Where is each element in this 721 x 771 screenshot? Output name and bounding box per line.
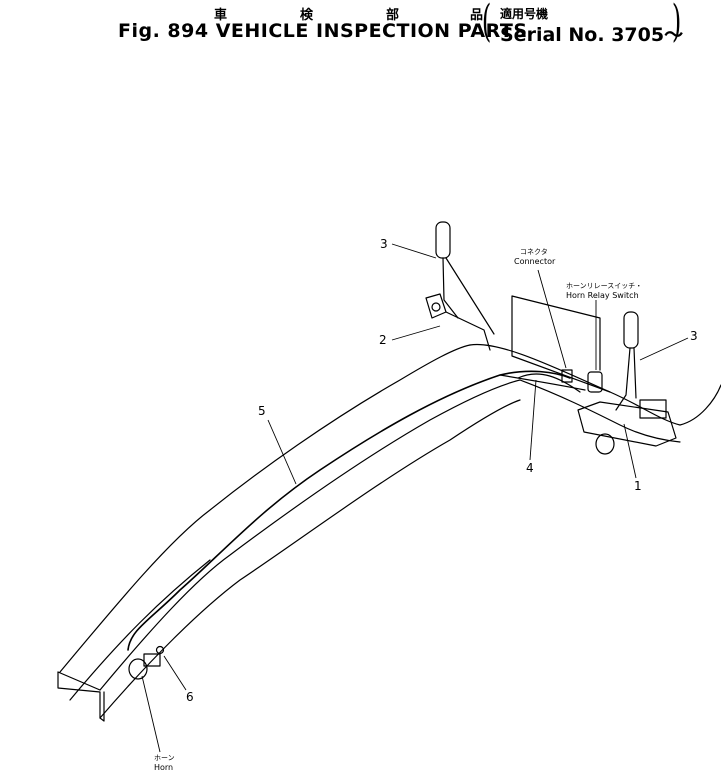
header-jp-char: 部 xyxy=(386,8,400,23)
horn-relay-switch xyxy=(587,371,603,393)
washer-6 xyxy=(155,645,165,655)
cab-panel xyxy=(511,295,611,393)
lever-3-left-shaft xyxy=(442,257,495,335)
figure-title: Fig. 894 VEHICLE INSPECTION PARTS xyxy=(118,20,528,42)
horn-label: Horn xyxy=(154,763,173,771)
serial-japanese: 適用号機 xyxy=(500,7,549,21)
header-japanese: 車 検 部 品 xyxy=(214,4,494,23)
header-jp-char: 車 xyxy=(214,8,228,23)
callout-5: 5 xyxy=(258,404,266,418)
lever-2-bracket xyxy=(425,293,447,319)
callout-3-left: 3 xyxy=(380,237,388,251)
callout-6: 6 xyxy=(186,690,194,704)
horn-body xyxy=(128,658,148,680)
lever-3-left-handle xyxy=(435,221,451,259)
boom-end-plate xyxy=(57,671,105,722)
paren-left: ( xyxy=(481,0,492,47)
callout-2: 2 xyxy=(379,333,387,347)
paren-right: ) xyxy=(671,0,682,47)
serial-number: Serial No. 3705～ xyxy=(500,24,684,46)
header-jp-char: 品 xyxy=(470,8,484,23)
cab-base xyxy=(469,343,721,426)
header-jp-char: 検 xyxy=(300,8,314,23)
connector-label: Connector xyxy=(514,257,556,266)
boom-lower-line xyxy=(69,559,211,701)
lever-3-right-shaft xyxy=(615,347,637,411)
boom-outline-bottom xyxy=(99,399,521,719)
callout-4: 4 xyxy=(526,461,534,475)
wiring-harness xyxy=(127,370,571,651)
relay-label: Horn Relay Switch xyxy=(566,291,639,300)
callout-3-right: 3 xyxy=(690,329,698,343)
boom-inner-line xyxy=(99,379,521,691)
lever-3-right-handle xyxy=(623,311,639,349)
lever-knob xyxy=(595,433,615,455)
control-block-1 xyxy=(577,401,677,447)
wire-4 xyxy=(517,373,581,393)
connector-label-jp: コネクタ xyxy=(520,247,548,256)
boom-outline-top xyxy=(59,344,471,673)
relay-label-jp: ホーンリレースイッチ・ xyxy=(566,282,642,290)
connector xyxy=(561,369,573,383)
callout-1: 1 xyxy=(634,479,642,493)
horn-label-jp: ホーン xyxy=(154,754,175,762)
